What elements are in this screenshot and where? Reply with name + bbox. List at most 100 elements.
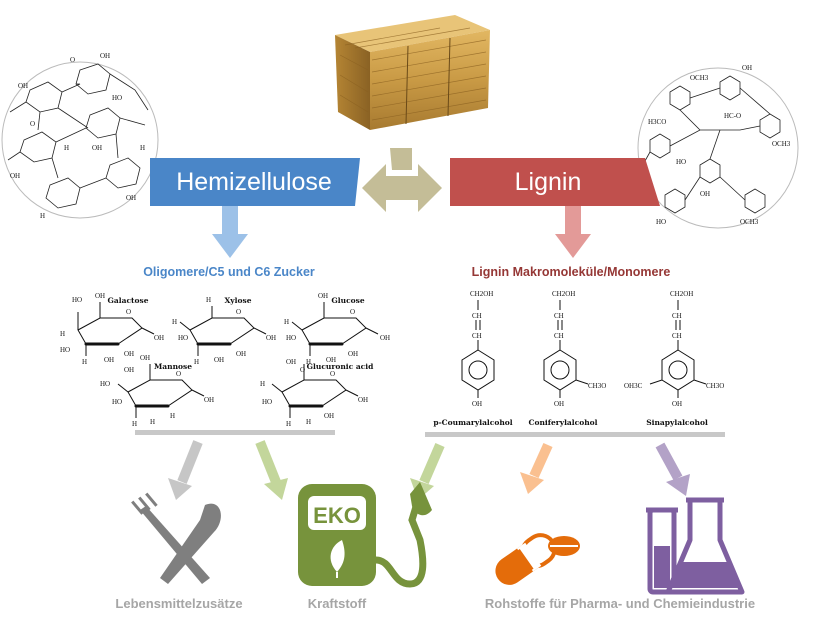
svg-text:OH: OH <box>126 194 136 202</box>
hay-bale-image <box>335 15 490 130</box>
svg-text:OH: OH <box>318 292 328 300</box>
svg-text:OH: OH <box>124 366 134 374</box>
sugars-divider <box>135 430 335 435</box>
svg-text:OH: OH <box>554 400 564 408</box>
arrow-to-pharma-icon <box>520 442 553 494</box>
svg-text:HO: HO <box>262 398 272 406</box>
lignin-band <box>450 158 660 206</box>
svg-text:OCH3: OCH3 <box>772 140 791 148</box>
monomer-label-coniferylalcohol: Coniferylalcohol <box>528 418 597 427</box>
monomer-label-p-coumarylalcohol: p-Coumarylalcohol <box>433 418 512 427</box>
svg-text:H: H <box>140 144 145 152</box>
svg-text:OH: OH <box>266 334 276 342</box>
svg-text:CH2OH: CH2OH <box>552 290 575 298</box>
svg-text:CH: CH <box>672 312 682 320</box>
svg-text:H: H <box>286 420 291 428</box>
svg-text:OH: OH <box>358 396 368 404</box>
food-additives-label: Lebensmittelzusätze <box>115 596 242 611</box>
svg-text:OCH3: OCH3 <box>740 218 759 226</box>
svg-text:O: O <box>176 370 181 378</box>
svg-text:O: O <box>70 56 75 64</box>
hemicellulose-down-arrow-icon <box>212 206 248 258</box>
svg-text:OH: OH <box>154 334 164 342</box>
pharma-chemistry-label: Rohstoffe für Pharma- und Chemieindustri… <box>485 596 755 611</box>
svg-text:HO: HO <box>676 158 686 166</box>
svg-text:OH: OH <box>742 64 752 72</box>
svg-text:OH: OH <box>92 144 102 152</box>
svg-text:OH: OH <box>672 400 682 408</box>
svg-text:HO: HO <box>178 334 188 342</box>
svg-text:CH: CH <box>472 312 482 320</box>
svg-text:H: H <box>306 418 311 426</box>
sugar-label-galactose: Galactose <box>107 296 148 305</box>
sinapylalcohol-structure: CH2OH CH CH OH CH3O OH3C <box>624 290 724 408</box>
sugar-label-xylose: Xylose <box>224 296 251 305</box>
sugar-label-glucuronic-acid: Glucuronic acid <box>307 362 374 371</box>
lignin-label: Lignin <box>515 168 582 196</box>
svg-text:OH: OH <box>348 350 358 358</box>
svg-text:H: H <box>284 318 289 326</box>
svg-text:H: H <box>172 318 177 326</box>
svg-text:CH: CH <box>672 332 682 340</box>
svg-text:OH: OH <box>380 334 390 342</box>
sugar-label-mannose: Mannose <box>154 362 192 371</box>
svg-text:CH: CH <box>472 332 482 340</box>
fuel-label: Kraftstoff <box>308 596 367 611</box>
svg-text:O: O <box>350 308 355 316</box>
svg-text:OH: OH <box>324 412 334 420</box>
p-coumarylalcohol-structure: CH2OH CH CH OH <box>461 290 495 408</box>
svg-text:OH: OH <box>95 292 105 300</box>
svg-text:O: O <box>30 120 35 128</box>
hemicellulose-band <box>150 158 360 206</box>
sugar-label-glucose: Glucose <box>331 296 364 305</box>
monolignol-structures: CH2OH CH CH OH CH2OH CH CH OH CH3O <box>461 290 724 408</box>
svg-text:H: H <box>82 358 87 366</box>
svg-text:O: O <box>126 308 131 316</box>
svg-text:HO: HO <box>286 334 296 342</box>
svg-text:OH: OH <box>286 358 296 366</box>
svg-text:CH3O: CH3O <box>588 382 606 390</box>
svg-text:OH: OH <box>472 400 482 408</box>
svg-text:CH: CH <box>554 312 564 320</box>
svg-text:HO: HO <box>60 346 70 354</box>
svg-text:HO: HO <box>72 296 82 304</box>
svg-text:H: H <box>194 358 199 366</box>
svg-text:OH: OH <box>214 356 224 364</box>
svg-text:H: H <box>150 418 155 426</box>
svg-text:HO: HO <box>112 398 122 406</box>
lab-flasks-icon <box>646 497 745 595</box>
svg-text:HO: HO <box>112 94 122 102</box>
svg-text:OH: OH <box>204 396 214 404</box>
svg-text:HO: HO <box>656 218 666 226</box>
svg-text:CH2OH: CH2OH <box>670 290 693 298</box>
svg-text:H: H <box>170 412 175 420</box>
svg-text:CH: CH <box>554 332 564 340</box>
svg-text:H: H <box>260 380 265 388</box>
lignin-products-title: Lignin Makromoleküle/Monomere <box>472 265 671 279</box>
svg-text:HC-O: HC-O <box>724 112 741 120</box>
svg-text:H: H <box>64 144 69 152</box>
exchange-arrow-icon <box>362 148 442 212</box>
svg-text:OH3C: OH3C <box>624 382 643 390</box>
svg-text:OH: OH <box>140 354 150 362</box>
svg-text:H: H <box>40 212 45 220</box>
svg-text:OH: OH <box>18 82 28 90</box>
fuel-pump-icon <box>298 482 432 588</box>
svg-text:H: H <box>132 420 137 428</box>
svg-text:OH: OH <box>700 190 710 198</box>
arrow-to-food-icon <box>168 440 203 500</box>
svg-text:H3CO: H3CO <box>648 118 666 126</box>
svg-text:HO: HO <box>100 380 110 388</box>
arrow-to-fuel-from-sugars-icon <box>255 440 288 500</box>
svg-text:OH: OH <box>10 172 20 180</box>
svg-text:H: H <box>60 330 65 338</box>
